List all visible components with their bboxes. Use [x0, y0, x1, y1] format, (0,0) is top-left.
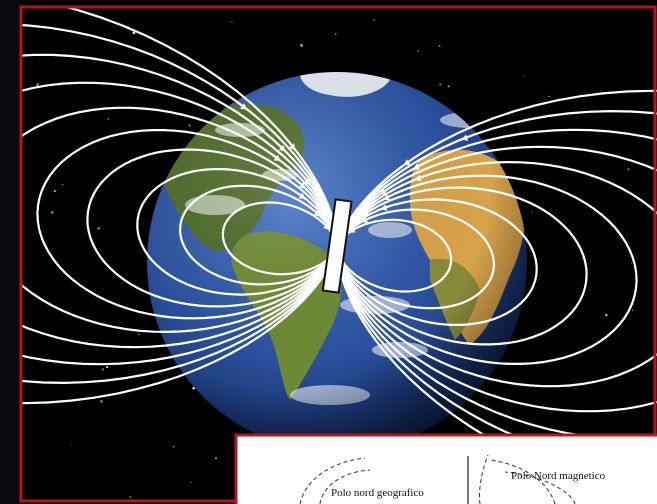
star [51, 211, 54, 214]
star [107, 118, 110, 120]
field-line-arrow-icon [412, 163, 420, 170]
field-line-arrow-icon [383, 194, 391, 201]
geographic-north-label: Polo nord geografico [331, 487, 424, 499]
field-line [22, 53, 338, 366]
star [300, 44, 303, 47]
field-line-arrow-icon [278, 144, 286, 152]
star [214, 457, 217, 460]
star [417, 49, 420, 52]
star [128, 25, 130, 28]
star [106, 366, 109, 369]
star [188, 124, 191, 127]
inset-diagram [234, 433, 657, 504]
star [61, 183, 64, 186]
magnetic-north-label: Polo Nord magnetico [511, 470, 606, 482]
field-line-arrow-icon [289, 143, 296, 151]
star [36, 83, 39, 86]
star [132, 31, 136, 35]
field-line-arrow-icon [461, 134, 469, 141]
star [523, 75, 525, 77]
field-line-arrow-icon [403, 159, 411, 166]
star [447, 85, 450, 88]
star [97, 226, 101, 230]
field-line-arrow-icon [379, 188, 387, 195]
field-line [22, 24, 338, 385]
field-line-arrow-icon [273, 154, 281, 162]
star [630, 262, 632, 264]
star [101, 368, 105, 371]
star [334, 33, 337, 35]
field-line-arrow-icon [362, 209, 370, 216]
inset-dashed-field-lines [299, 454, 576, 504]
field-line [335, 198, 538, 326]
field-line-arrow-icon [348, 226, 356, 233]
star [438, 45, 441, 47]
bar-magnet-icon [321, 198, 353, 294]
left-strip [0, 0, 20, 504]
field-line [22, 106, 339, 334]
star [531, 211, 533, 213]
field-line-arrow-icon [240, 103, 248, 110]
field-line [36, 129, 339, 320]
field-line-arrow-icon [313, 209, 321, 217]
star [129, 495, 132, 498]
field-line [335, 208, 496, 310]
field-line [335, 174, 638, 365]
field-line [221, 201, 339, 276]
field-line-arrow-icon [298, 182, 306, 189]
field-line-arrow-icon [361, 216, 369, 223]
star [172, 445, 175, 448]
star [192, 386, 195, 390]
field-line [336, 128, 657, 441]
star [231, 21, 233, 23]
star [138, 333, 140, 335]
star [589, 289, 591, 291]
star [373, 19, 375, 21]
star [190, 481, 192, 483]
star [548, 95, 551, 98]
field-line-arrow-icon [298, 192, 306, 199]
field-line-arrow-icon [414, 174, 422, 182]
field-line [335, 145, 657, 413]
inset-frame [234, 433, 657, 504]
field-line [136, 168, 339, 296]
field-line [22, 81, 339, 349]
star [631, 309, 634, 311]
field-line-arrow-icon [380, 204, 388, 211]
field-line [336, 109, 657, 471]
star [100, 400, 103, 403]
field-line [335, 186, 588, 346]
star [439, 83, 442, 86]
star [627, 168, 630, 171]
inset-panel [237, 436, 657, 504]
field-line [335, 160, 657, 388]
star [53, 190, 56, 192]
star [70, 444, 72, 446]
field-line [335, 218, 453, 293]
field-line [86, 148, 339, 308]
field-line [336, 89, 657, 499]
star [139, 158, 141, 160]
star [605, 313, 608, 317]
field-line [22, 8, 338, 405]
field-line [178, 184, 339, 286]
